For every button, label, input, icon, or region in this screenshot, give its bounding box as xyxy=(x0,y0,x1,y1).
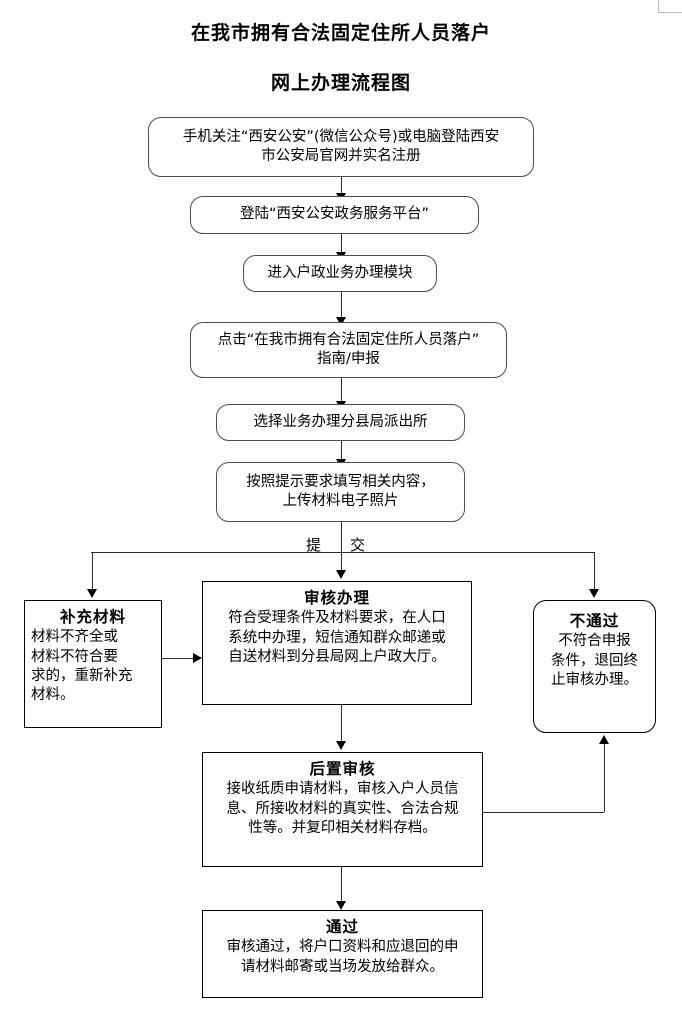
branch-bus-horizontal xyxy=(91,552,595,553)
edge-login-to-module xyxy=(341,234,342,254)
node-review-line-3: 自送材料到分县局网上户政大厅。 xyxy=(228,649,446,666)
node-approved-line-2: 请材料邮寄或当场发放给群众。 xyxy=(241,958,444,975)
arrowhead-to-rejected xyxy=(589,589,599,598)
node-rejected-line-1: 不符合申报 xyxy=(558,633,631,650)
node-select-station-label: 选择业务办理分县局派出所 xyxy=(253,413,428,430)
edge-bus-to-supplement xyxy=(92,552,93,591)
node-rejected-line-3: 止审核办理。 xyxy=(551,672,638,689)
node-rejected-heading: 不通过 xyxy=(569,612,620,630)
node-post-review-heading: 后置审核 xyxy=(309,760,376,778)
node-supplement-line-3: 求的，重新补充 xyxy=(31,668,133,685)
node-approved[interactable]: 通过 审核通过，将户口资料和应退回的申 请材料邮寄或当场发放给群众。 xyxy=(202,910,483,998)
edge-bus-to-rejected xyxy=(594,552,595,591)
edge-post-review-to-rejected-horizontal xyxy=(483,812,604,813)
node-click-guide-line-2: 指南/申报 xyxy=(317,351,380,367)
node-login-platform[interactable]: 登陆“西安公安政务服务平台” xyxy=(190,196,479,234)
edge-register-to-login xyxy=(341,177,342,195)
arrowhead-to-supplement xyxy=(87,589,97,598)
node-supplement-line-1: 材料不齐全或 xyxy=(31,629,118,646)
node-review-line-2: 系统中办理，短信通知群众邮递或 xyxy=(228,629,446,646)
arrowhead-to-guide xyxy=(336,317,346,326)
edge-guide-to-station xyxy=(341,378,342,403)
node-register-line-2: 市公安局官网并实名注册 xyxy=(261,148,421,164)
edge-post-review-to-approved xyxy=(341,867,342,903)
node-review-line-1: 符合受理条件及材料要求，在人口 xyxy=(228,610,446,627)
node-click-guide-line-1: 点击“在我市拥有合法固定住所人员落户” xyxy=(217,331,480,348)
node-approved-line-1: 审核通过，将户口资料和应退回的申 xyxy=(226,939,459,956)
node-fill-form[interactable]: 按照提示要求填写相关内容， 上传材料电子照片 xyxy=(216,462,465,522)
node-supplement-line-4: 材料。 xyxy=(31,687,75,704)
node-supplement-line-2: 材料不符合要 xyxy=(31,648,118,665)
edge-label-submit-right: 交 xyxy=(350,536,367,554)
node-post-review-line-3: 性等。并复印相关材料存档。 xyxy=(248,820,437,837)
node-register[interactable]: 手机关注“西安公安”(微信公众号)或电脑登陆西安 市公安局官网并实名注册 xyxy=(148,117,534,177)
node-approved-heading: 通过 xyxy=(325,918,359,936)
edge-label-submit-left: 提 xyxy=(306,536,323,554)
node-rejected[interactable]: 不通过 不符合申报 条件，退回终 止审核办理。 xyxy=(533,600,656,733)
node-post-review[interactable]: 后置审核 接收纸质申请材料，审核入户人员信 息、所接收材料的真实性、合法合规 性… xyxy=(202,752,483,867)
arrowhead-to-review xyxy=(336,570,346,579)
edge-station-to-form xyxy=(341,441,342,461)
page-title-line-2: 网上办理流程图 xyxy=(270,72,411,94)
edge-review-to-post-review xyxy=(341,705,342,743)
node-post-review-line-2: 息、所接收材料的真实性、合法合规 xyxy=(226,800,459,817)
edge-bus-to-review xyxy=(341,552,342,572)
arrowhead-to-post-review xyxy=(336,741,346,750)
edge-post-review-to-rejected-vertical xyxy=(604,744,605,812)
node-login-platform-label: 登陆“西安公安政务服务平台” xyxy=(239,206,430,223)
node-supplement-materials[interactable]: 补充材料 材料不齐全或 材料不符合要 求的，重新补充 材料。 xyxy=(24,600,162,728)
node-enter-module[interactable]: 进入户政业务办理模块 xyxy=(243,255,437,292)
crop-mark-top-right xyxy=(658,0,682,13)
node-supplement-heading: 补充材料 xyxy=(59,608,126,626)
arrowhead-supplement-to-review xyxy=(193,653,202,663)
node-fill-form-line-1: 按照提示要求填写相关内容， xyxy=(246,473,435,490)
node-review-heading: 审核办理 xyxy=(303,589,370,607)
node-fill-form-line-2: 上传材料电子照片 xyxy=(282,493,399,509)
arrowhead-post-review-to-rejected xyxy=(599,735,609,744)
arrowhead-to-approved xyxy=(336,901,346,910)
node-rejected-line-2: 条件，退回终 xyxy=(551,652,638,669)
node-review-process[interactable]: 审核办理 符合受理条件及材料要求，在人口 系统中办理，短信通知群众邮递或 自送材… xyxy=(202,581,472,705)
node-post-review-line-1: 接收纸质申请材料，审核入户人员信 xyxy=(226,781,459,798)
node-enter-module-label: 进入户政业务办理模块 xyxy=(267,264,413,281)
node-register-line-1: 手机关注“西安公安”(微信公众号)或电脑登陆西安 xyxy=(182,128,500,145)
edge-module-to-guide xyxy=(341,292,342,319)
node-click-guide[interactable]: 点击“在我市拥有合法固定住所人员落户” 指南/申报 xyxy=(190,322,507,378)
edge-form-to-bus xyxy=(341,522,342,552)
edge-supplement-to-review xyxy=(162,658,194,659)
node-select-station[interactable]: 选择业务办理分县局派出所 xyxy=(216,404,465,441)
page-title-line-1: 在我市拥有合法固定住所人员落户 xyxy=(190,22,491,44)
